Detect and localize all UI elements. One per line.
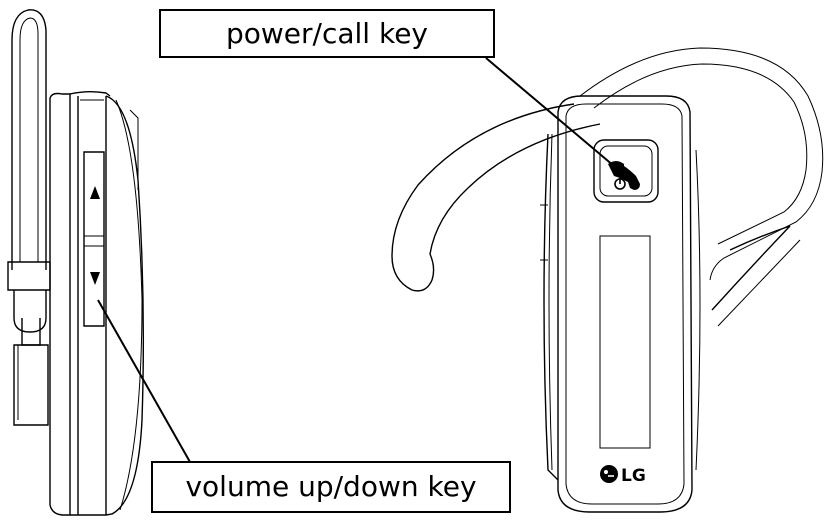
headset-side-view — [7, 9, 145, 516]
phone-power-icon — [608, 161, 640, 190]
side-ear-hook — [7, 9, 51, 426]
power-call-key[interactable] — [593, 139, 659, 203]
callout-volume: volume up/down key — [97, 299, 511, 513]
up-arrow-icon — [90, 186, 100, 199]
front-ear-hook — [391, 47, 824, 327]
lg-logo-text: LG — [621, 466, 646, 486]
side-body — [49, 91, 145, 516]
down-arrow-icon — [90, 272, 100, 285]
callout-power-call: power/call key — [159, 9, 615, 167]
callout-label-power-call: power/call key — [226, 17, 428, 50]
front-body — [540, 95, 701, 513]
callout-label-volume: volume up/down key — [185, 470, 476, 503]
headset-front-view: LG — [391, 47, 824, 513]
volume-key[interactable] — [83, 151, 105, 327]
lg-logo: LG — [600, 465, 646, 486]
leader-line — [485, 57, 615, 167]
leader-line — [97, 299, 191, 463]
callout-box — [159, 9, 495, 58]
callout-box — [151, 461, 511, 513]
